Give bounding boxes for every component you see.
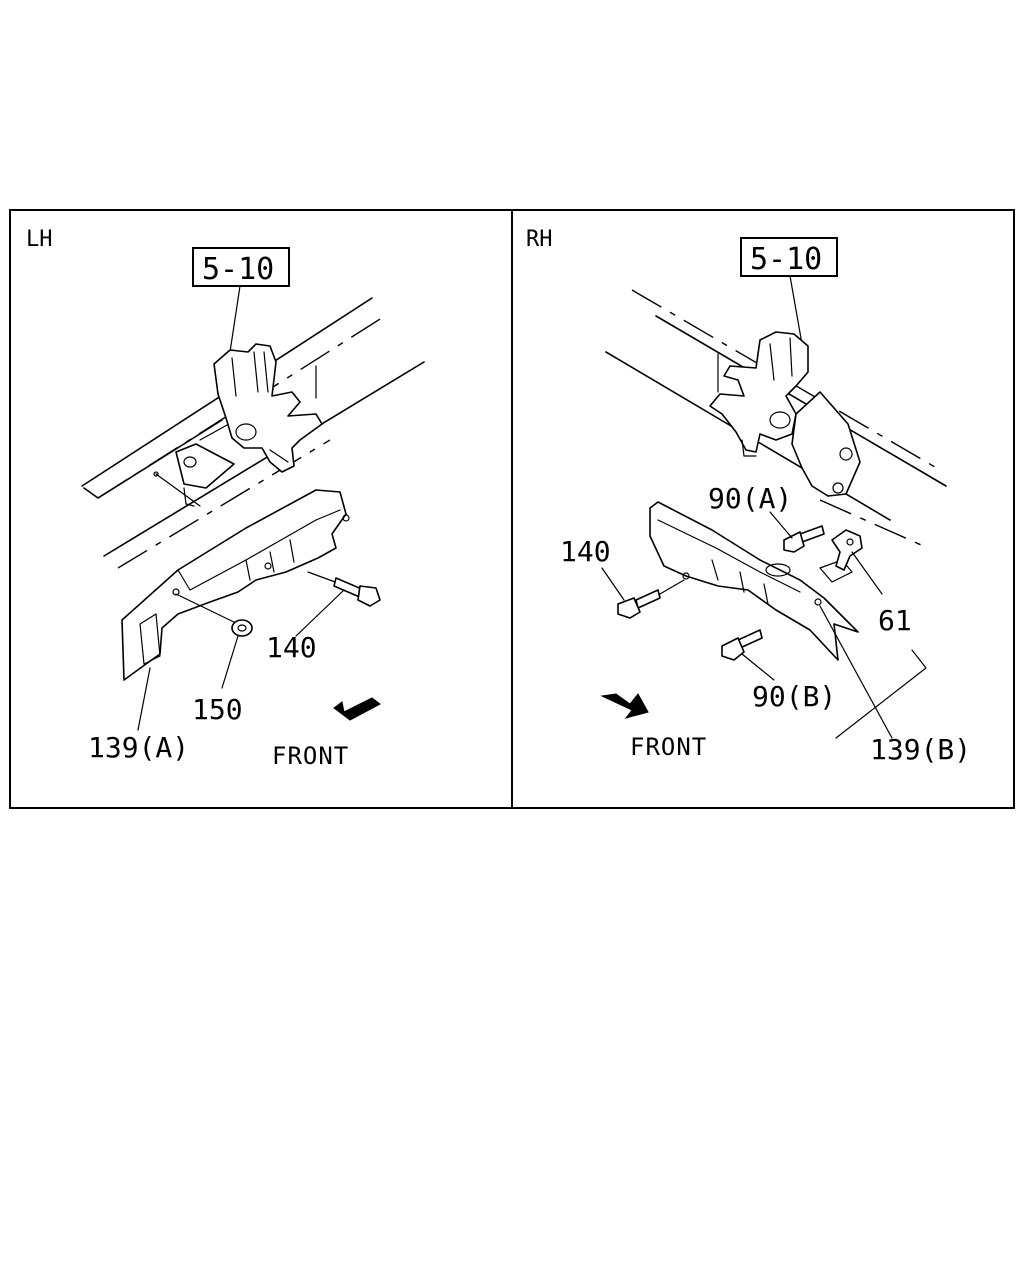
lh-ref-leader	[229, 285, 241, 353]
rh-front-arrow-icon	[600, 693, 649, 719]
lh-side-label: LH	[26, 227, 53, 252]
lh-bolt-140	[307, 571, 381, 607]
rh-engine-mount	[709, 331, 861, 497]
rh-side-label: RH	[526, 227, 553, 252]
rh-leader-139b-a	[819, 605, 893, 739]
rh-ref-box-label: 5-10	[750, 242, 822, 277]
rh-bolt-90b	[721, 629, 763, 661]
lh-ref-box-label: 5-10	[202, 252, 274, 287]
lh-callout-139a: 139(A)	[88, 731, 189, 764]
lh-ref-box	[192, 247, 290, 287]
lh-nut-150	[175, 593, 253, 637]
rh-callout-140: 140	[560, 535, 611, 568]
lh-bracket-139a	[121, 489, 350, 681]
rh-front-label: FRONT	[630, 733, 707, 761]
lh-leader-150	[221, 635, 239, 689]
rh-bolt-140	[617, 579, 685, 619]
panel-rh: RH 5-10	[526, 227, 971, 766]
lh-leader-139a	[137, 667, 151, 731]
rh-callout-90a: 90(A)	[708, 482, 792, 515]
lh-front-arrow-icon	[333, 697, 381, 721]
rh-clip-61	[831, 529, 863, 571]
rh-ref-leader	[789, 275, 803, 345]
rh-ref-box	[740, 237, 838, 277]
rh-leader-61	[851, 551, 883, 595]
rh-callout-90b: 90(B)	[752, 680, 836, 713]
rh-bolt-90a	[783, 525, 825, 553]
lh-front-label: FRONT	[272, 742, 349, 770]
lh-callout-140: 140	[266, 631, 317, 664]
rh-callout-139b: 139(B)	[870, 733, 971, 766]
lh-engine-mount	[153, 343, 323, 507]
lh-leader-140	[295, 589, 345, 637]
rh-callout-61: 61	[878, 604, 912, 637]
rh-leader-90a	[769, 511, 793, 539]
rh-leader-140	[601, 567, 625, 601]
lh-callout-150: 150	[192, 693, 243, 726]
rh-leader-90b	[741, 653, 775, 681]
panel-lh: LH 5-10	[26, 227, 425, 770]
rh-bracket-139b	[649, 501, 859, 661]
rh-leader-139b-b	[835, 649, 927, 739]
